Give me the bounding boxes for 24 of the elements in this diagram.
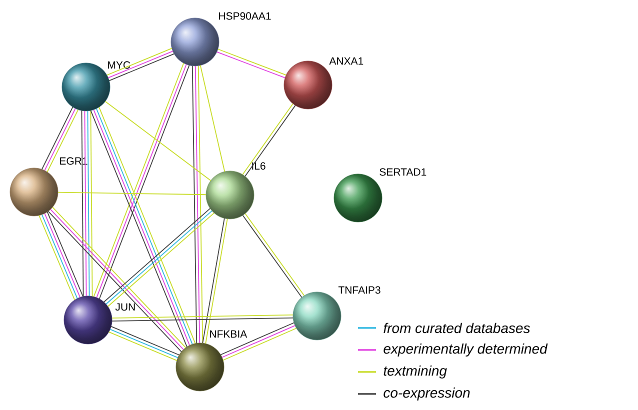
gene-label: NFKBIA <box>208 329 248 339</box>
gene-label: TNFAIP3 <box>337 285 382 295</box>
legend-text: experimentally determined <box>384 343 548 356</box>
interaction-line <box>194 66 200 344</box>
interaction-line <box>84 110 87 296</box>
gene-label: JUN <box>114 302 137 312</box>
legend-text: textmining <box>384 365 447 378</box>
interaction-line <box>58 192 206 196</box>
gene-label: HSP90AA1 <box>217 11 272 21</box>
interaction-line <box>112 314 294 319</box>
interaction-line <box>192 65 198 344</box>
interaction-line <box>90 110 93 297</box>
legend-text: co-expression <box>384 387 470 400</box>
interaction-line <box>104 100 212 182</box>
interaction-line <box>81 110 84 297</box>
gene-label: ANXA1 <box>328 56 365 66</box>
legend-text: from curated databases <box>384 322 530 334</box>
interaction-line <box>200 64 226 172</box>
interaction-line <box>198 65 204 344</box>
interaction-line <box>112 317 294 322</box>
gene-label: MYC <box>106 60 132 70</box>
gene-label: SERTAD1 <box>378 167 428 177</box>
interaction-line <box>87 110 90 296</box>
gene-label: IL6 <box>250 161 267 171</box>
